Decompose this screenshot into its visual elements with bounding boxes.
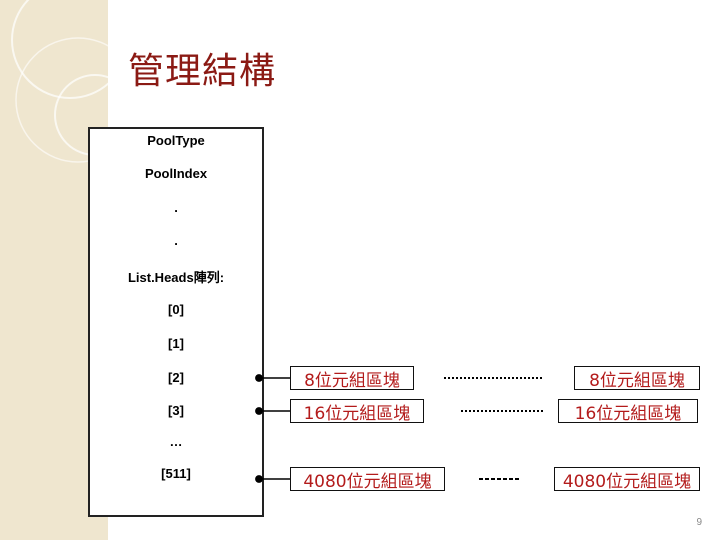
memory-block: 4080位元組區塊: [554, 467, 700, 492]
memory-block: 16位元組區塊: [558, 399, 698, 424]
field-pool-index: PoolIndex: [144, 166, 208, 181]
list-head-index-0: [0]: [168, 302, 184, 317]
memory-block: 8位元組區塊: [574, 366, 700, 391]
field-list-heads: List.Heads陣列:: [127, 270, 225, 285]
list-head-index-3: [3]: [168, 403, 184, 418]
list-head-index-511: [511]: [161, 466, 191, 481]
management-struct-box: [88, 127, 264, 517]
field-pool-type: PoolType: [147, 133, 205, 148]
page-number: 9: [696, 517, 702, 528]
field-dot: .: [174, 200, 178, 215]
field-dot: .: [174, 233, 178, 248]
memory-block: 8位元組區塊: [290, 366, 414, 391]
list-head-ellipsis: …: [169, 434, 183, 449]
list-head-index-1: [1]: [168, 336, 184, 351]
memory-block: 4080位元組區塊: [290, 467, 445, 492]
list-head-index-2: [2]: [168, 370, 184, 385]
memory-block: 16位元組區塊: [290, 399, 424, 424]
slide-title: 管理結構: [128, 51, 277, 92]
